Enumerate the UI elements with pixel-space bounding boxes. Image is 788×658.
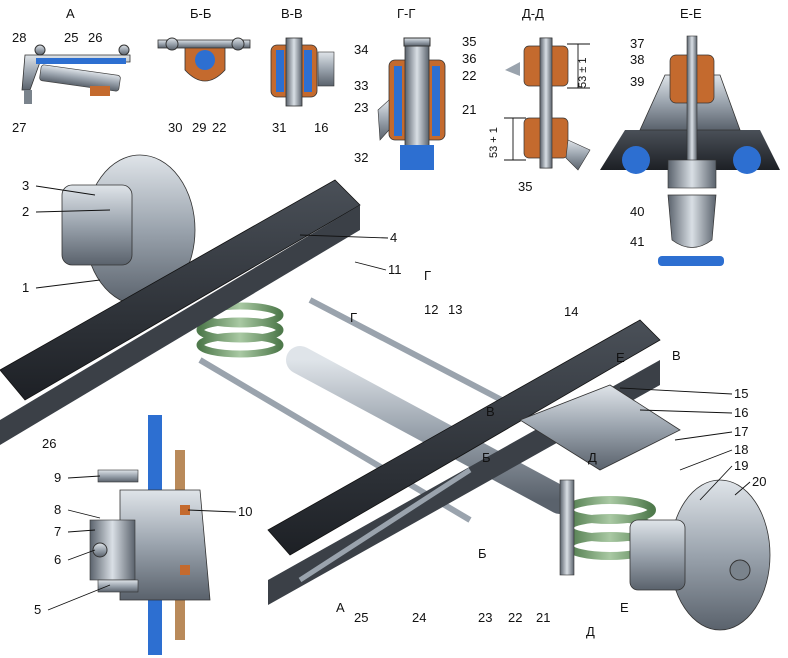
callout-32: 32 xyxy=(354,150,368,165)
callout-4: 4 xyxy=(390,230,397,245)
callout-15: 15 xyxy=(734,386,748,401)
leader-lines xyxy=(35,185,751,611)
callout-37: 37 xyxy=(630,36,644,51)
callout-25: 25 xyxy=(354,610,368,625)
callout-25: 25 xyxy=(64,30,78,45)
cut-marker-a: А xyxy=(336,600,345,615)
callout-28: 28 xyxy=(12,30,26,45)
callout-39: 39 xyxy=(630,74,644,89)
dimension-upper: 53 ± 1 xyxy=(577,57,589,88)
callout-19: 19 xyxy=(734,458,748,473)
callout-23a: 23 xyxy=(354,100,368,115)
callout-14: 14 xyxy=(564,304,578,319)
section-title-vv: В-В xyxy=(281,6,303,21)
callout-11: 11 xyxy=(388,262,402,277)
callout-26: 26 xyxy=(88,30,102,45)
callout-36: 36 xyxy=(462,51,476,66)
callout-20: 20 xyxy=(752,474,766,489)
callout-3: 3 xyxy=(22,178,29,193)
callout-22: 22 xyxy=(508,610,522,625)
callout-23: 23 xyxy=(478,610,492,625)
callout-10: 10 xyxy=(238,504,252,519)
section-vv xyxy=(270,37,335,107)
callout-16: 16 xyxy=(734,405,748,420)
callout-33: 33 xyxy=(354,78,368,93)
cut-marker-g2: Г xyxy=(350,310,357,325)
callout-27: 27 xyxy=(12,120,26,135)
callout-21a: 21 xyxy=(462,102,476,117)
callout-38: 38 xyxy=(630,52,644,67)
callout-18: 18 xyxy=(734,442,748,457)
callout-31: 31 xyxy=(272,120,286,135)
callout-26: 26 xyxy=(42,436,56,451)
callout-17: 17 xyxy=(734,424,748,439)
section-title-bb: Б-Б xyxy=(190,6,211,21)
callout-9: 9 xyxy=(54,470,61,485)
hub-detail xyxy=(89,415,211,655)
callout-7: 7 xyxy=(54,524,61,539)
cut-marker-d1: Д xyxy=(588,450,597,465)
cut-marker-g1: Г xyxy=(424,268,431,283)
section-bb xyxy=(157,37,251,82)
callout-12: 12 xyxy=(424,302,438,317)
callout-8: 8 xyxy=(54,502,61,517)
section-title-gg: Г-Г xyxy=(397,6,415,21)
callout-29: 29 xyxy=(192,120,206,135)
callout-34: 34 xyxy=(354,42,368,57)
callout-30: 30 xyxy=(168,120,182,135)
dimension-lower: 53 + 1 xyxy=(488,127,500,158)
main-assembly xyxy=(0,154,771,631)
cut-marker-v2: В xyxy=(672,348,681,363)
cut-marker-b1: Б xyxy=(482,450,491,465)
callout-24: 24 xyxy=(412,610,426,625)
callout-21: 21 xyxy=(536,610,550,625)
callout-13: 13 xyxy=(448,302,462,317)
callout-2: 2 xyxy=(22,204,29,219)
callout-16a: 16 xyxy=(314,120,328,135)
callout-40: 40 xyxy=(630,204,644,219)
callout-22a: 22 xyxy=(212,120,226,135)
section-dd xyxy=(504,37,591,171)
section-gg xyxy=(377,37,446,170)
cut-marker-e1: Е xyxy=(620,600,629,615)
cut-marker-b2: Б xyxy=(478,546,487,561)
cut-marker-v1: В xyxy=(486,404,495,419)
cut-marker-d2: Д xyxy=(586,624,595,639)
section-title-ee: Е-Е xyxy=(680,6,702,21)
section-ee xyxy=(600,35,780,266)
callout-35b: 35 xyxy=(518,179,532,194)
callout-6: 6 xyxy=(54,552,61,567)
callout-41: 41 xyxy=(630,234,644,249)
section-title-a: А xyxy=(66,6,75,21)
callout-5: 5 xyxy=(34,602,41,617)
section-title-dd: Д-Д xyxy=(522,6,544,21)
callout-22b: 22 xyxy=(462,68,476,83)
section-a xyxy=(21,44,131,104)
callout-1: 1 xyxy=(22,280,29,295)
callout-35a: 35 xyxy=(462,34,476,49)
cut-marker-e2: Е xyxy=(616,350,625,365)
